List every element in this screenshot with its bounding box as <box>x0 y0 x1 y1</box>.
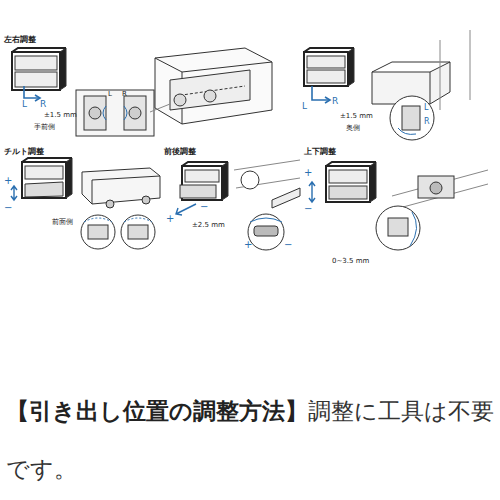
section-heading: 前後調整 <box>164 148 196 156</box>
annotation-label: R <box>424 118 430 126</box>
annotation-label: R <box>40 100 46 109</box>
annotation-label: − <box>200 202 208 212</box>
annotation-label: R <box>332 97 338 106</box>
annotation-label: 0~3.5 mm <box>332 258 369 265</box>
annotation-label: − <box>304 204 312 214</box>
annotation-label: ±1.5 mm <box>44 112 77 119</box>
section-heading: チルト調整 <box>4 148 44 156</box>
annotation-label: L <box>22 100 27 109</box>
annotation-label: ±2.5 mm <box>192 222 225 229</box>
instruction-text: 【引き出し位置の調整方法】調整に工具は不要です。 <box>6 382 498 498</box>
annotation-label: + <box>304 168 312 178</box>
cabinet-icon <box>22 158 72 198</box>
cabinet-icon <box>326 162 376 202</box>
cabinet-icon <box>12 48 66 90</box>
annotation-label: L <box>108 91 112 98</box>
annotation-label: − <box>4 203 12 213</box>
annotation-label: 手前側 <box>34 124 55 131</box>
annotation-label: + <box>244 240 252 250</box>
section-heading: 左右調整 <box>4 36 36 44</box>
annotation-label: + <box>4 176 12 186</box>
annotation-label: + <box>166 214 174 224</box>
annotation-label: L <box>302 102 307 111</box>
heading-text: 【引き出し位置の調整方法】 <box>6 398 308 424</box>
cabinet-icon <box>304 48 354 86</box>
cabinet-icon <box>180 162 228 200</box>
annotation-label: 前面側 <box>52 219 73 226</box>
section-heading: 上下調整 <box>304 148 336 156</box>
annotation-label: L <box>424 104 428 112</box>
annotation-label: 奥側 <box>346 125 360 132</box>
annotation-label: − <box>284 240 292 250</box>
annotation-label: ±1.5 mm <box>340 113 373 120</box>
annotation-label: R <box>122 91 127 98</box>
